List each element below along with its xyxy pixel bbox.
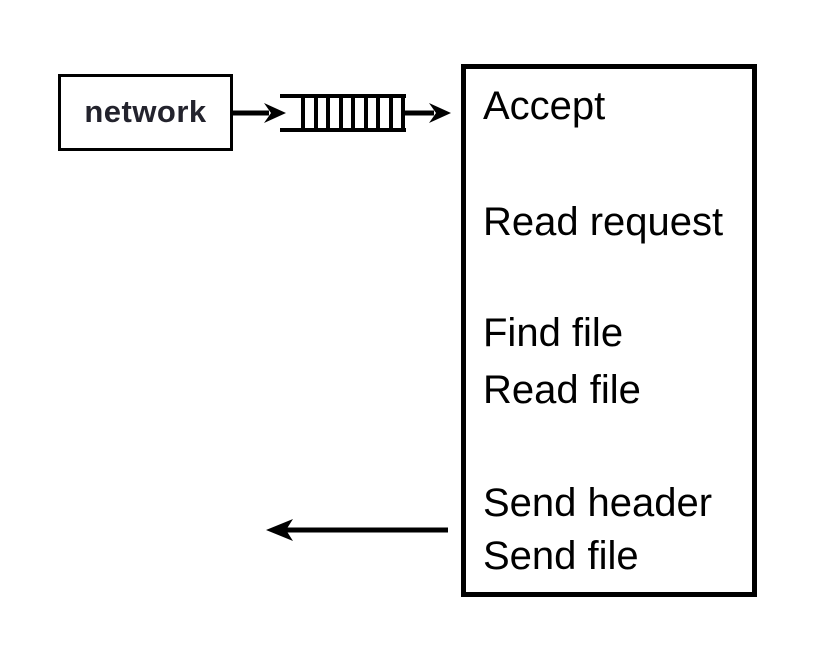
server-box: Accept Read request Find file Read file … xyxy=(461,64,757,597)
arrow-left-icon xyxy=(266,519,448,541)
arrow-right-icon xyxy=(404,103,451,123)
arrow-right-icon xyxy=(231,103,286,123)
step-read-file: Read file xyxy=(483,368,641,412)
step-read-request: Read request xyxy=(483,200,724,244)
step-send-header: Send header xyxy=(483,481,713,525)
step-send-file: Send file xyxy=(483,534,639,578)
network-box: network xyxy=(58,74,233,151)
network-box-label: network xyxy=(84,94,207,129)
queue-cells xyxy=(301,98,405,128)
step-accept: Accept xyxy=(483,84,606,128)
queue-icon xyxy=(280,94,406,132)
step-find-file: Find file xyxy=(483,311,624,355)
